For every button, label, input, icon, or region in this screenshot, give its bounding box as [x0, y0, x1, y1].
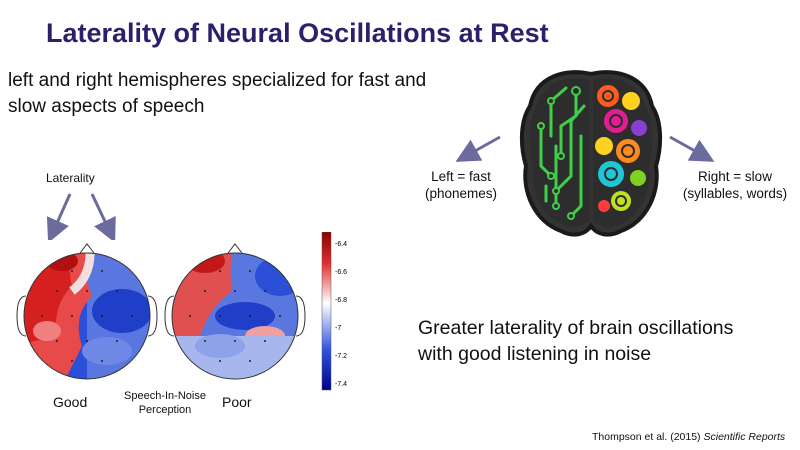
- left-arrow: [456, 135, 501, 162]
- citation: Thompson et al. (2015) Scientific Report…: [592, 431, 785, 443]
- laterality-arrows: [46, 193, 116, 240]
- scalp-map-good: [16, 243, 158, 380]
- colorbar: -6.4 -6.6 -6.8 -7 -7.2 -7.4: [321, 232, 347, 391]
- right-slow-label: Right = slow (syllables, words): [673, 168, 797, 202]
- colorbar-tick: -6.6: [335, 269, 347, 276]
- good-label: Good: [53, 394, 88, 410]
- poor-label: Poor: [222, 394, 252, 410]
- colorbar-tick: -7: [335, 325, 341, 332]
- brain-illustration: [519, 70, 663, 237]
- intro-text: left and right hemispheres specialized f…: [8, 70, 427, 117]
- left-fast-line1: Left = fast: [431, 169, 491, 184]
- colorbar-tick: -7.2: [335, 353, 347, 360]
- finding-line1: Greater laterality of brain oscillations: [418, 317, 734, 339]
- colorbar-tick: -6.4: [335, 241, 347, 248]
- left-fast-label: Left = fast (phonemes): [413, 168, 509, 202]
- slide-title: Laterality of Neural Oscillations at Res…: [46, 18, 549, 48]
- sip-caption: Speech-In-Noise Perception: [110, 389, 220, 417]
- citation-authors: Thompson et al. (2015): [592, 431, 704, 443]
- arrow-left: [46, 193, 72, 240]
- sip-line1: Speech-In-Noise: [124, 390, 206, 402]
- right-slow-line1: Right = slow: [698, 169, 772, 184]
- sip-line2: Perception: [138, 404, 192, 416]
- arrow-right: [90, 193, 116, 240]
- finding-line2: with good listening in noise: [418, 343, 652, 365]
- citation-journal: Scientific Reports: [703, 431, 786, 443]
- colorbar-tick: -7.4: [335, 381, 347, 388]
- scalp-map-poor: [164, 243, 306, 380]
- left-fast-line2: (phonemes): [424, 186, 498, 201]
- finding-text: Greater laterality of brain oscillations…: [418, 315, 798, 367]
- laterality-label: Laterality: [46, 171, 95, 185]
- right-slow-line2: (syllables, words): [682, 186, 788, 201]
- colorbar-tick: -6.8: [335, 297, 347, 304]
- right-arrow: [669, 135, 715, 162]
